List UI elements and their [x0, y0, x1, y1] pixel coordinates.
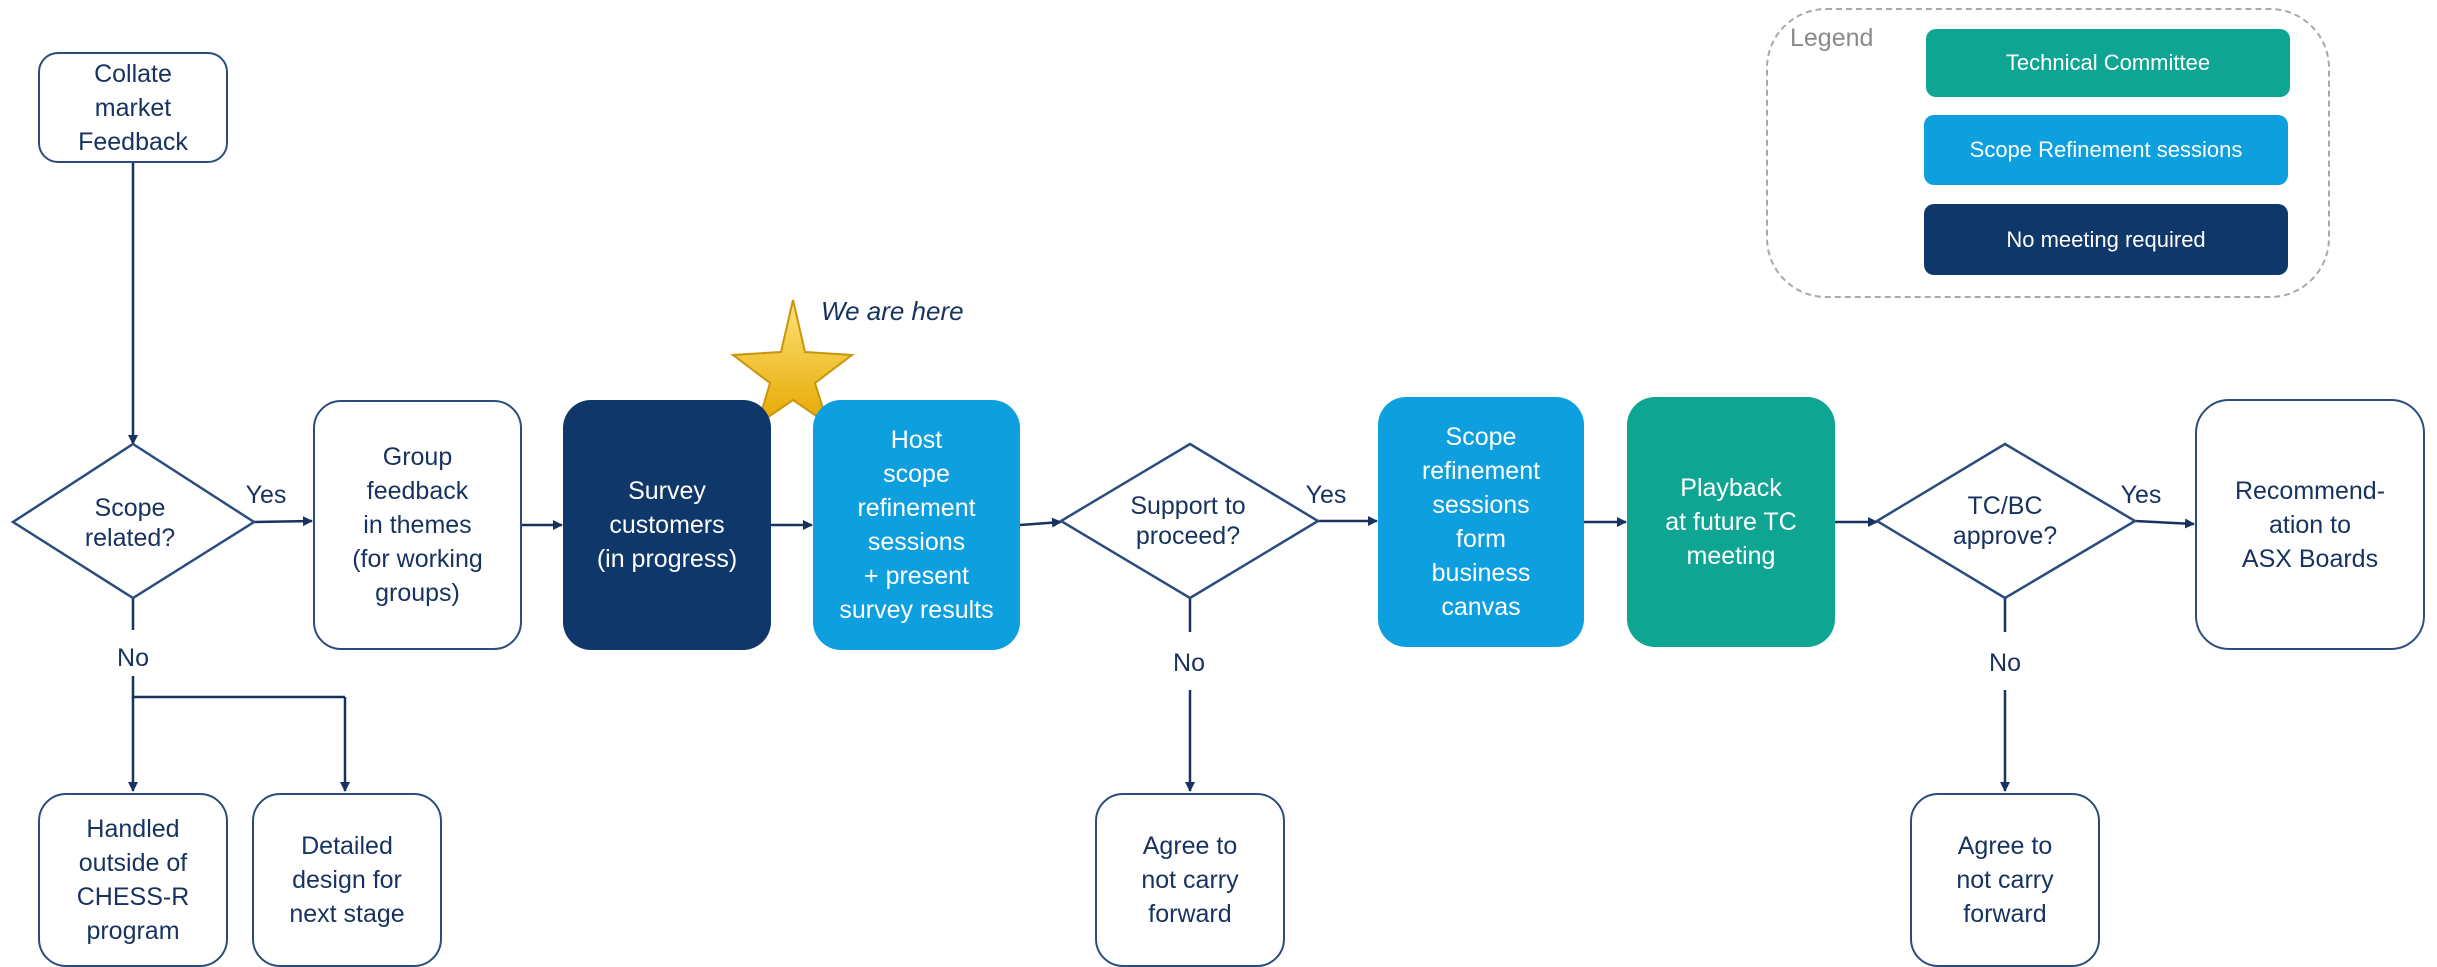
- edge-host-to-support: [1019, 517, 1062, 528]
- tcbc-label: TC/BC approve?: [1952, 492, 2058, 550]
- support-label: Support to proceed?: [1130, 492, 1246, 550]
- scope-related-label: Scope related?: [84, 494, 176, 552]
- edge-no-split: [131, 676, 345, 699]
- legend: [1766, 8, 2330, 298]
- support-diamond: [1058, 442, 1321, 600]
- node-group-feedback: Group feedback in themes (for working gr…: [313, 400, 522, 650]
- edge-label-no-support: No: [1173, 649, 1205, 677]
- node-handled-outside: Handled outside of CHESS-R program: [38, 793, 228, 967]
- edge-scope-yes: [253, 516, 313, 527]
- node-survey-customers: Survey customers (in progress): [563, 400, 771, 650]
- legend-item-no-meeting: No meeting required: [1924, 204, 2288, 275]
- legend-item-technical-committee: Technical Committee: [1926, 29, 2290, 97]
- tcbc-diamond: [1874, 442, 2138, 600]
- edge-label-yes-tcbc: Yes: [2120, 481, 2162, 509]
- edge-label-no-scope: No: [117, 644, 149, 672]
- edge-tcbc-yes: [2134, 518, 2195, 529]
- node-playback-tc: Playback at future TC meeting: [1627, 397, 1835, 647]
- node-detailed-design: Detailed design for next stage: [252, 793, 442, 967]
- node-agree-not-carry-1: Agree to not carry forward: [1095, 793, 1285, 967]
- node-host-scope-sessions: Host scope refinement sessions + present…: [813, 400, 1020, 650]
- edge-label-yes-scope: Yes: [245, 481, 287, 509]
- legend-item-scope-refinement: Scope Refinement sessions: [1924, 115, 2288, 185]
- edge-label-no-tcbc: No: [1989, 649, 2021, 677]
- legend-title: Legend: [1790, 24, 1874, 52]
- node-collate-feedback: Collate market Feedback: [38, 52, 228, 163]
- node-recommendation: Recommend- ation to ASX Boards: [2195, 399, 2425, 650]
- scope-related-diamond: [10, 442, 257, 600]
- star-icon: [730, 299, 855, 427]
- node-scope-business-canvas: Scope refinement sessions form business …: [1378, 397, 1584, 647]
- node-agree-not-carry-2: Agree to not carry forward: [1910, 793, 2100, 967]
- we-are-here-label: We are here: [821, 296, 964, 326]
- edge-label-yes-support: Yes: [1305, 481, 1347, 509]
